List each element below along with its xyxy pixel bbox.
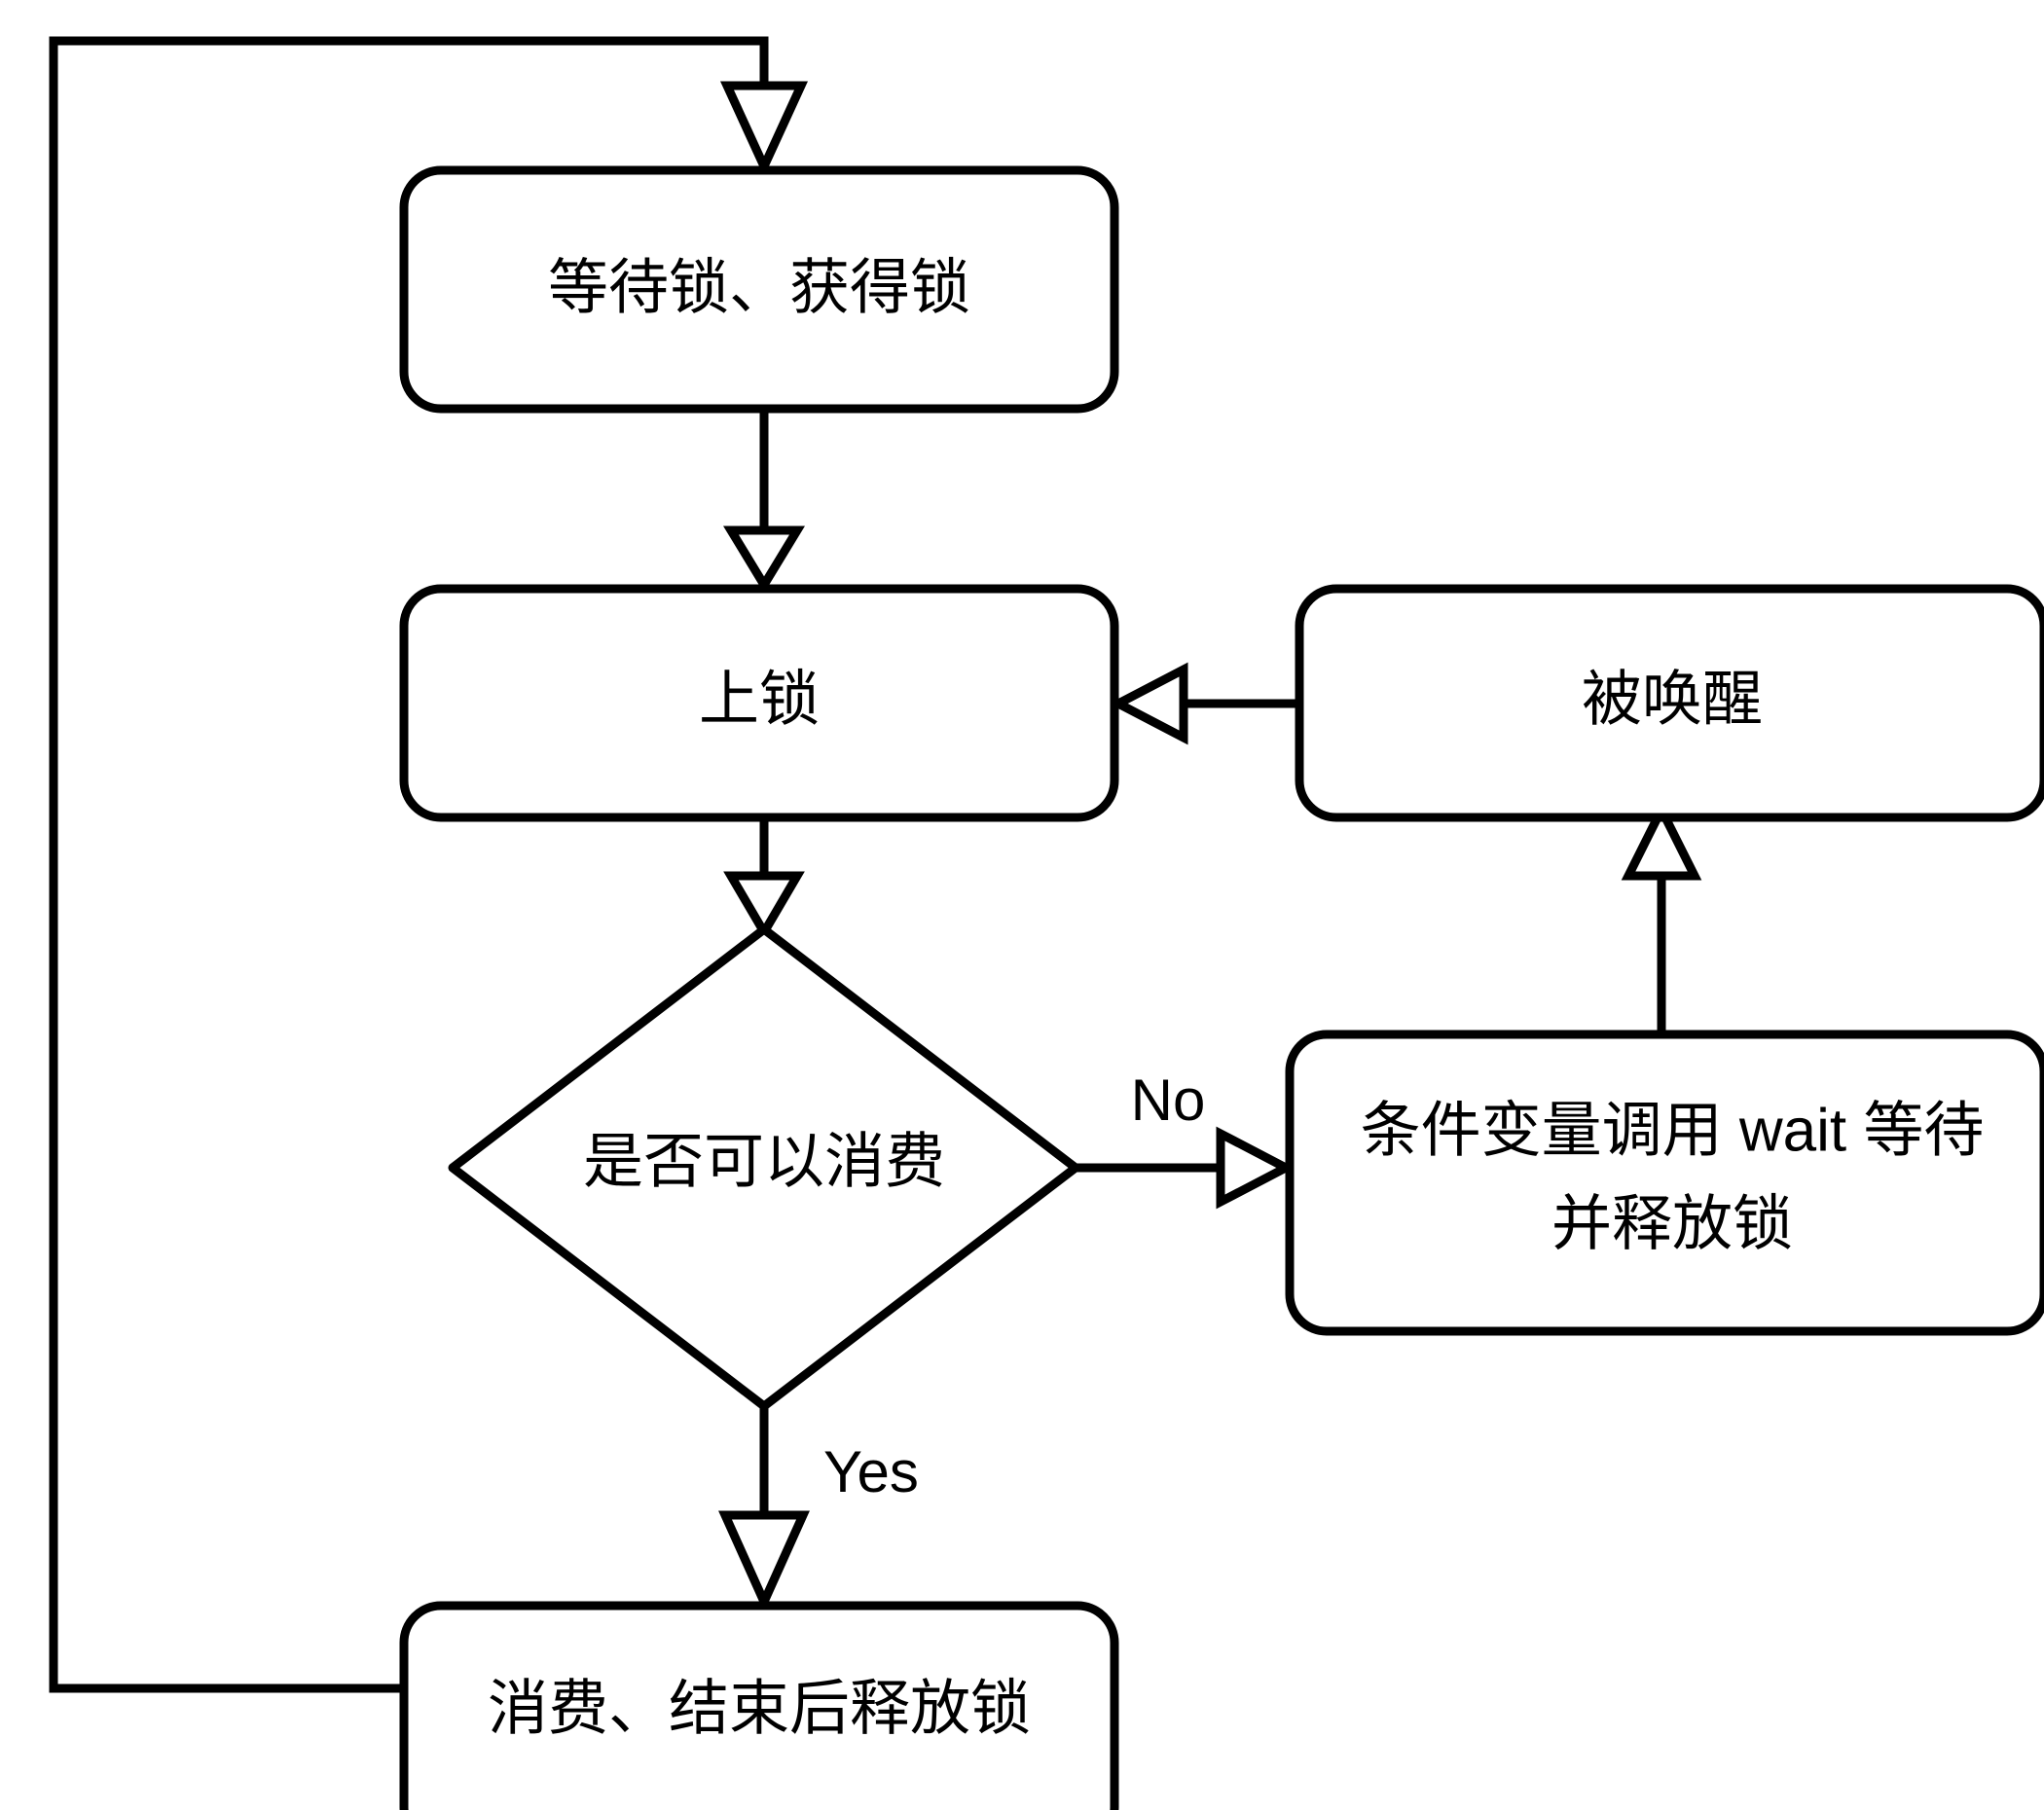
node-cond-wait[interactable]: 条件变量调用 wait 等待 并释放锁 (1285, 1030, 2044, 1336)
node-acquire-lock[interactable]: 等待锁、获得锁 (399, 165, 1119, 414)
arrow-head-woken-to-lock (1109, 662, 1188, 745)
node-can-consume-label: 是否可以消费 (583, 1128, 945, 1195)
edge-woken-to-lock (1109, 662, 1299, 745)
node-cond-wait-label-line2: 并释放锁 (1551, 1190, 1793, 1257)
edge-loop-back (49, 36, 809, 1693)
edge-label-yes: Yes (823, 1439, 919, 1504)
node-cond-wait-label-line1: 条件变量调用 wait 等待 (1361, 1097, 1985, 1164)
arrow-head-acquire-to-lock (723, 525, 805, 594)
arrow-head-loop-back (719, 81, 809, 177)
node-cond-wait-shape[interactable] (1285, 1030, 2044, 1336)
arrow-head-decision-yes (718, 1510, 810, 1612)
node-consume-release[interactable]: 消费、结束后释放锁 (399, 1601, 1119, 1810)
arrow-head-wait-to-woken (1621, 799, 1702, 881)
edge-decision-no (1076, 1126, 1296, 1210)
node-lock[interactable]: 上锁 (399, 584, 1119, 822)
node-woken-up[interactable]: 被唤醒 (1295, 584, 2044, 822)
node-woken-up-shape[interactable] (1295, 584, 2044, 822)
edge-decision-yes (718, 1406, 810, 1612)
node-woken-up-label: 被唤醒 (1582, 666, 1763, 733)
node-lock-shape[interactable] (399, 584, 1119, 822)
node-acquire-lock-label: 等待锁、获得锁 (548, 254, 970, 321)
edge-label-no: No (1131, 1068, 1206, 1133)
node-acquire-lock-shape[interactable] (399, 165, 1119, 414)
edge-lock-to-decision (723, 817, 805, 941)
node-can-consume[interactable]: 是否可以消费 (448, 924, 1080, 1411)
node-consume-release-shape[interactable] (399, 1601, 1119, 1810)
arrow-head-lock-to-decision (723, 871, 805, 941)
edge-acquire-to-lock (723, 409, 805, 594)
edge-wait-to-woken (1621, 799, 1702, 1034)
node-consume-release-label: 消费、结束后释放锁 (488, 1675, 1031, 1742)
node-can-consume-shape[interactable] (448, 924, 1080, 1411)
node-lock-label: 上锁 (699, 666, 820, 733)
arrow-head-decision-no (1216, 1126, 1296, 1210)
